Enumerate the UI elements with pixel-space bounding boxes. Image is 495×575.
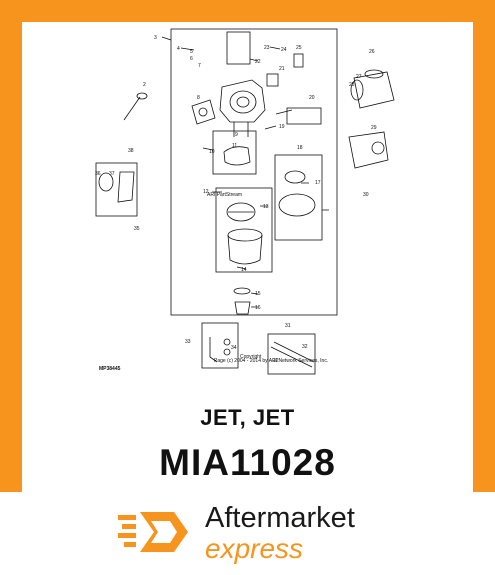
copyright-line2: Page (c) 2004 - 2014 by ARI Network Serv… xyxy=(214,358,328,364)
svg-text:8: 8 xyxy=(197,95,200,101)
svg-text:5: 5 xyxy=(190,49,193,55)
svg-text:10: 10 xyxy=(209,149,215,155)
svg-text:6: 6 xyxy=(190,56,193,62)
svg-text:25: 25 xyxy=(296,45,302,51)
svg-text:9: 9 xyxy=(235,132,238,138)
svg-text:2: 2 xyxy=(143,82,146,88)
copyright-line1: Copyright xyxy=(240,354,262,360)
part-name: JET, JET xyxy=(200,405,295,430)
svg-text:31: 31 xyxy=(285,323,291,329)
svg-text:34: 34 xyxy=(231,345,237,351)
svg-text:4: 4 xyxy=(177,46,180,52)
svg-text:12: 12 xyxy=(203,189,209,195)
svg-text:32: 32 xyxy=(302,344,308,350)
part-number: MIA11028 xyxy=(159,442,336,483)
svg-text:27: 27 xyxy=(356,74,362,80)
svg-text:21: 21 xyxy=(279,66,285,72)
svg-text:11: 11 xyxy=(232,143,237,149)
svg-text:26: 26 xyxy=(369,49,375,55)
svg-text:36: 36 xyxy=(95,171,101,177)
figure-id: MP38445 xyxy=(99,366,121,372)
product-card: 3 4 5 6 7 23 24 25 22 21 20 19 8 9 10 11… xyxy=(22,22,473,492)
svg-text:7: 7 xyxy=(198,63,201,69)
svg-text:20: 20 xyxy=(309,95,315,101)
svg-text:24: 24 xyxy=(281,47,287,53)
svg-text:16: 16 xyxy=(255,305,261,311)
svg-text:22: 22 xyxy=(255,59,261,65)
svg-text:18: 18 xyxy=(297,145,303,151)
svg-text:3: 3 xyxy=(154,35,157,41)
svg-text:38: 38 xyxy=(128,148,134,154)
svg-text:14: 14 xyxy=(241,267,247,273)
parts-diagram: 3 4 5 6 7 23 24 25 22 21 20 19 8 9 10 11… xyxy=(95,28,395,375)
svg-text:32: 32 xyxy=(273,358,279,364)
brand-name-line1: Aftermarket xyxy=(205,502,355,534)
svg-text:19: 19 xyxy=(279,124,285,130)
svg-text:29: 29 xyxy=(371,125,377,131)
svg-text:37: 37 xyxy=(109,171,115,177)
svg-text:15: 15 xyxy=(255,291,261,297)
svg-text:13: 13 xyxy=(263,204,269,210)
svg-text:28: 28 xyxy=(349,82,355,88)
svg-text:17: 17 xyxy=(315,180,321,186)
watermark: ARI PartStream xyxy=(207,192,242,198)
footer-brand: Aftermarket express xyxy=(0,492,495,575)
svg-text:30: 30 xyxy=(363,192,369,198)
svg-text:35: 35 xyxy=(134,226,140,232)
brand-name-line2: express xyxy=(205,533,304,564)
svg-text:23: 23 xyxy=(264,45,270,51)
svg-text:33: 33 xyxy=(185,339,191,345)
speed-hexagon-icon xyxy=(118,512,188,552)
